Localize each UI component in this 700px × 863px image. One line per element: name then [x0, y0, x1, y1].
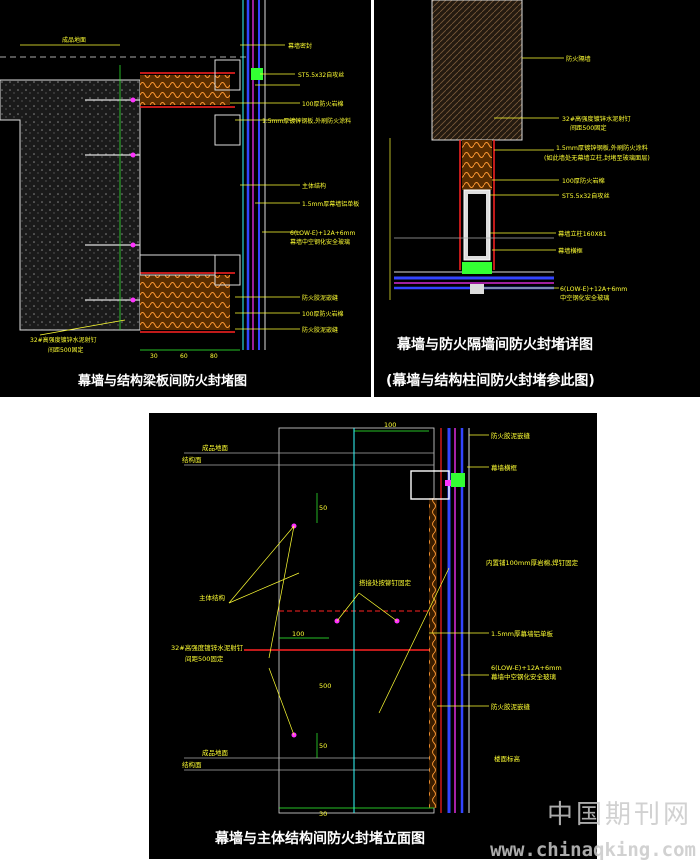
label-structure: 主体结构	[302, 182, 326, 190]
label-glass1: 6(LOW-E)+12A+6mm	[491, 664, 562, 672]
rockwool-infill	[462, 140, 492, 190]
label-floor: 楼面标高	[494, 754, 521, 763]
label-finish: 成品地面	[62, 36, 86, 44]
panel-beam-slab-detail: 成品地面 幕墙密封 ST5.5x32自攻丝 100厚防火岩棉 1.5mm厚镀锌钢…	[0, 0, 371, 397]
dim-500: 500	[319, 682, 331, 690]
label-glass2: 中空钢化安全玻璃	[560, 294, 610, 302]
rockwool-bottom	[140, 275, 230, 330]
label-alum: 1.5mm厚幕墙铝单板	[302, 200, 359, 208]
dim-100: 100	[384, 421, 396, 429]
label-glass1: 6(LOW-E)+12A+6mm	[290, 230, 355, 237]
label-sealant-bot: 防火胶泥嵌缝	[491, 702, 531, 711]
label-anchor2: 间距500固定	[185, 654, 224, 663]
label-plate2: (如此墙处无幕墙立柱,封堵至玻璃面层)	[544, 154, 650, 162]
label-struct-top: 结构面	[182, 455, 202, 464]
label-rockwool2: 100厚防火岩棉	[302, 310, 343, 318]
label-finish-top: 成品地面	[202, 443, 229, 452]
panel1-title: 幕墙与结构梁板间防火封堵图	[78, 374, 248, 389]
label-rockwool: 内置铺100mm厚岩棉,焊钉固定	[486, 558, 579, 567]
panel-elevation-detail: 成品地面 结构面 防火胶泥嵌缝 幕墙横框 主体结构 搭接处按铆钉固定 内置铺10…	[149, 413, 597, 859]
label-mullion: 幕墙立柱160X81	[558, 230, 607, 238]
fire-wall-drawing: 防火隔墙 32#高强度镀锌水泥射钉 间距500固定 1.5mm厚镀锌钢板,外刷防…	[389, 0, 650, 302]
rockwool-strip	[429, 498, 437, 808]
label-anchor: 32#高强度镀锌水泥射钉	[562, 115, 631, 123]
label-glass2: 幕墙中空钢化安全玻璃	[290, 238, 350, 246]
label-structure: 主体结构	[199, 593, 226, 602]
elevation-drawing: 成品地面 结构面 防火胶泥嵌缝 幕墙横框 主体结构 搭接处按铆钉固定 内置铺10…	[171, 421, 579, 818]
label-steelplate: 1.5mm厚镀锌钢板,外刷防火涂料	[262, 117, 351, 125]
beam-slab-drawing: 成品地面 幕墙密封 ST5.5x32自攻丝 100厚防火岩棉 1.5mm厚镀锌钢…	[0, 0, 359, 360]
label-spacing: 间距500固定	[570, 124, 607, 132]
label-anchor1: 32#高强度镀锌水泥射钉	[171, 643, 244, 652]
dim-50-bot: 50	[319, 742, 327, 750]
transom-frame	[410, 470, 450, 500]
label-glass-edge: 幕墙横框	[558, 247, 583, 255]
dim-100-mid: 100	[292, 630, 304, 638]
panel3-title: 幕墙与主体结构间防火封堵立面图	[215, 831, 425, 847]
label-bolt: ST5.5x32自攻丝	[298, 71, 344, 79]
concrete-slab	[0, 79, 141, 331]
label-sealant1: 防火胶泥嵌缝	[302, 294, 338, 302]
label-wall: 防火隔墙	[566, 55, 591, 63]
label-sealant-top: 防火胶泥嵌缝	[491, 431, 531, 440]
panel-fire-wall-detail: 防火隔墙 32#高强度镀锌水泥射钉 间距500固定 1.5mm厚镀锌钢板,外刷防…	[374, 0, 700, 397]
label-finish-bot: 成品地面	[202, 748, 229, 757]
label-glass2: 幕墙中空钢化安全玻璃	[491, 672, 557, 681]
dim-50-top: 50	[319, 504, 327, 512]
dim-30: 30	[319, 810, 327, 818]
label-glass1: 6(LOW-E)+12A+6mm	[560, 286, 627, 293]
panel2-title: 幕墙与防火隔墙间防火封堵详图	[397, 337, 593, 353]
watermark-url: www.chinaqking.com	[490, 839, 696, 861]
watermark-brand: 中国期刊网	[546, 800, 692, 830]
label-sealant2: 防火胶泥嵌缝	[302, 326, 338, 334]
label-anchor1: 32#高强度镀锌水泥射钉	[30, 336, 97, 344]
fire-wall	[431, 0, 523, 141]
dim-60: 60	[180, 353, 188, 360]
panel2-subtitle: (幕墙与结构柱间防火封堵参此图)	[386, 373, 595, 389]
label-frame: 幕墙横框	[491, 463, 518, 472]
dim-80: 80	[210, 353, 218, 360]
label-alum: 1.5mm厚幕墙铝单板	[491, 629, 554, 638]
label-anchor2: 间距500固定	[48, 346, 83, 354]
label-struct-bot: 结构面	[182, 760, 202, 769]
label-bolt: ST5.5x32自攻丝	[562, 192, 610, 200]
label-rockwool: 100厚防火岩棉	[562, 177, 605, 185]
label-plate1: 1.5mm厚镀锌钢板,外刷防火涂料	[556, 144, 648, 152]
label-rockwool: 100厚防火岩棉	[302, 100, 343, 108]
label-bolt-fix: 搭接处按铆钉固定	[359, 578, 412, 587]
label-seal: 幕墙密封	[288, 42, 312, 50]
dim-30: 30	[150, 353, 158, 360]
